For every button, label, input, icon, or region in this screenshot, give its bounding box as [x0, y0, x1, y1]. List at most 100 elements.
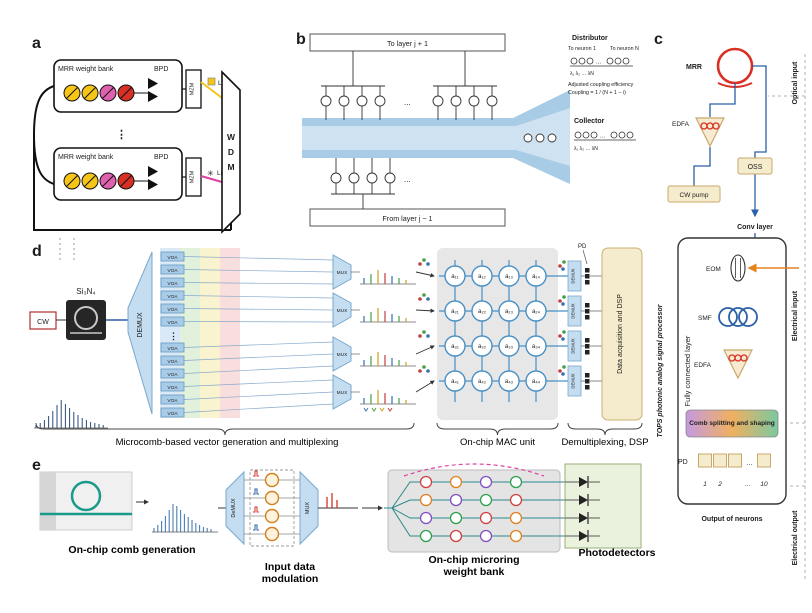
- cw-label: CW: [37, 319, 49, 326]
- output-spark-icons: [558, 260, 566, 376]
- lambdaN-link: [200, 175, 223, 183]
- panel-a: a MRR weight bank BPD: [24, 30, 254, 235]
- voa-label-3: VOA: [167, 281, 178, 287]
- panel-c-label: c: [654, 31, 663, 48]
- voa-lines: [183, 256, 334, 413]
- photodetector-bank: [564, 463, 642, 549]
- from-layer-label: From layer j − 1: [382, 214, 432, 223]
- demux-out-label-2: DEMUX: [571, 303, 576, 318]
- pd-daq-links: [590, 275, 602, 382]
- demux-out-label-1: DEMUX: [571, 268, 576, 283]
- edfa1-icon: [695, 117, 725, 148]
- weight-bank-callout-arc: [403, 463, 545, 477]
- panel-a-graphic: a MRR weight bank BPD: [32, 35, 241, 234]
- voa-label-4: VOA: [167, 294, 178, 300]
- mux-label-3: MUX: [337, 352, 348, 358]
- chip-material-label: Si₃N₄: [76, 287, 95, 296]
- multiplexed-spectra: [351, 258, 435, 412]
- neuron-index-10: 10: [760, 481, 768, 488]
- caption-comb-generation: On-chip comb generation: [68, 544, 196, 556]
- caption-vector-generation: Microcomb-based vector generation and mu…: [115, 437, 339, 448]
- weight-bank-unit-1: MRR weight bank BPD MZM: [53, 59, 223, 113]
- panel-b: b To layer j + 1 From layer j − 1 ...: [288, 28, 653, 236]
- tap-rings-bottom: [330, 158, 396, 209]
- weight-ring-icons: [419, 475, 523, 543]
- voa-label-6: VOA: [167, 320, 178, 326]
- comb-splitting-label: Comb splitting and shaping: [689, 419, 775, 427]
- microring-icons-1: [63, 84, 135, 102]
- voa-column: VOA VOA VOA VOA VOA VOA VOA VOA VOA VOA …: [160, 251, 334, 418]
- mac-a23: a₂₃: [505, 309, 514, 315]
- cw-pump-box: [667, 185, 721, 203]
- weight-bank: [384, 463, 565, 553]
- mzm-label-2: MZM: [190, 170, 196, 183]
- symbol-ticks: [363, 407, 393, 412]
- microring-icons-2: [63, 172, 135, 190]
- wdm-letter-d: D: [228, 147, 234, 157]
- distributor-ellipsis: ...: [596, 60, 601, 66]
- panel-b-graphic: b To layer j + 1 From layer j − 1 ...: [296, 31, 639, 227]
- mzm-label-1: MZM: [190, 82, 196, 95]
- voa-label-12: VOA: [167, 411, 178, 417]
- funnel-rings: [523, 133, 557, 143]
- bpd-icon-2: [134, 166, 158, 190]
- coupling-text-2: Coupling = 1 / (N + 1 − i): [568, 90, 626, 96]
- demux-in-label: DEMUX: [137, 312, 144, 338]
- spectrum-spikes: [363, 270, 407, 404]
- pd-row: [698, 453, 771, 468]
- from-layer-box: [309, 208, 506, 227]
- comb-spectrum-icon: [152, 504, 218, 533]
- to-neuron-n-label: To neuron N: [610, 46, 639, 52]
- mac-a22: a₂₂: [478, 309, 487, 315]
- pd-pointer-line: [582, 249, 588, 265]
- smf-coil-icon: [718, 307, 758, 327]
- mrr-weight-bank-label-1: MRR weight bank: [58, 66, 114, 73]
- edfa2-label: EDFA: [694, 362, 712, 369]
- caption-input-modulation: Input data modulation: [261, 561, 319, 585]
- neuron-indices: 1 2 … 10: [703, 481, 768, 488]
- panel-b-label: b: [296, 31, 306, 48]
- demux-shape: [225, 470, 245, 546]
- electrical-output-label: Electrical output: [792, 510, 799, 566]
- daq-box: [601, 247, 643, 421]
- comb-generation-chip: [39, 471, 133, 531]
- panel-e-graphic: e DeMUX: [32, 457, 642, 553]
- mrr-weight-bank-label-2: MRR weight bank: [58, 154, 114, 161]
- comb-splitting-box: [685, 409, 779, 438]
- modulator-dashed-box: [249, 469, 295, 547]
- wdm-multiplexer: W D M: [221, 70, 241, 234]
- weight-bank-unit-2: MRR weight bank BPD MZM: [53, 147, 223, 201]
- modulated-signal-icon: [318, 493, 383, 511]
- caption-weight-bank: On-chip microring weight bank: [428, 554, 520, 578]
- caption-photodetectors: Photodetectors: [578, 547, 656, 559]
- voa-label-9: VOA: [167, 372, 178, 378]
- collector-rings: [574, 131, 636, 141]
- comb-ring-icon: [70, 480, 102, 512]
- eom-icon: [730, 254, 746, 282]
- conv-layer-label: Conv layer: [737, 224, 773, 231]
- weight-bank-waveguides: [384, 481, 565, 537]
- edfa1-label: EDFA: [672, 121, 690, 128]
- mux-label-2: MUX: [337, 308, 348, 314]
- cw-pump-label: CW pump: [680, 192, 709, 199]
- distributor-title: Distributor: [572, 35, 608, 42]
- input-spark-icons: [418, 258, 430, 373]
- oss-box: [737, 157, 773, 175]
- panel-c-graphic: c Optical input Electrical input Electri…: [654, 31, 806, 581]
- mac-a31: a₃₁: [451, 344, 459, 350]
- microcomb-spectrum-icon: [34, 400, 108, 429]
- panel-d: d CW Si₃N₄: [22, 236, 657, 454]
- tops-side-label: TOPS photonic analog signal processor: [657, 303, 664, 437]
- demux-out-label-4: DEMUX: [571, 373, 576, 388]
- panel-d-graphic: d CW Si₃N₄: [29, 238, 643, 436]
- voa-dots: ⋮: [169, 331, 178, 341]
- eom-label: EOM: [706, 266, 721, 273]
- fully-connected-box: [677, 237, 787, 505]
- mac-unit: a₁₁ a₁₂ a₁₃ a₁₄ a₂₁ a₂₂ a₂₃ a₂₄ a₃₁ a₃₂ …: [437, 248, 568, 420]
- oss-label: OSS: [748, 164, 763, 171]
- mac-a41: a₄₁: [451, 379, 459, 385]
- caption-mac-unit: On-chip MAC unit: [460, 437, 535, 448]
- voa-label-11: VOA: [167, 398, 178, 404]
- collector-title: Collector: [574, 118, 605, 125]
